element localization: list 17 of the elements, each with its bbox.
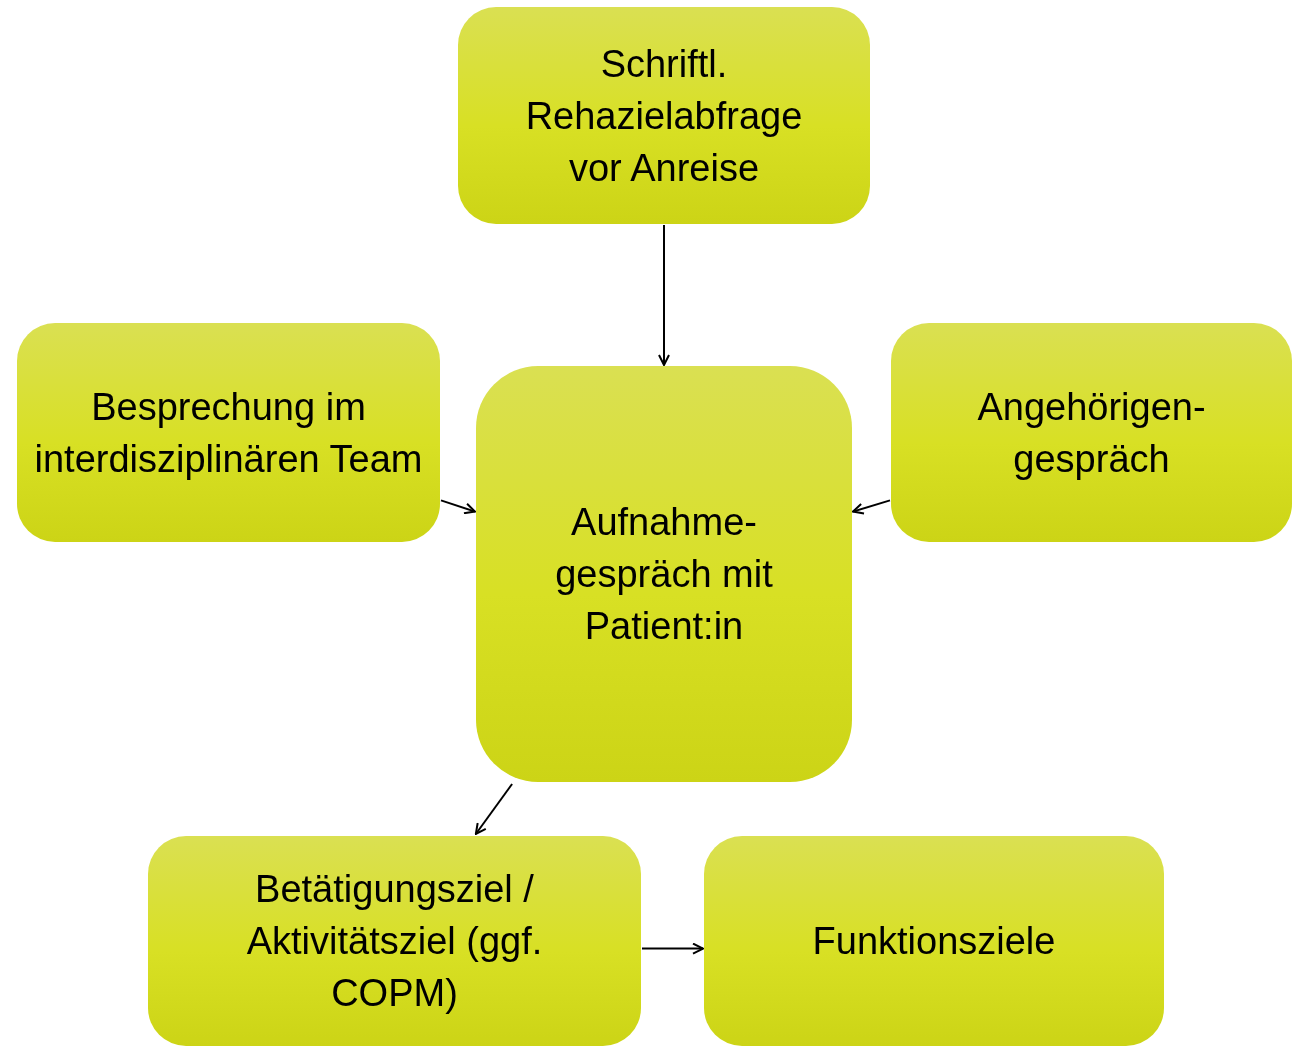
box-text: Betätigungsziel / Aktivitätsziel (ggf. COPM): [245, 867, 544, 1016]
process-box: [704, 836, 1164, 1046]
box-text: Aufnahme-gespräch mit Patient:in: [554, 500, 774, 649]
process-box: [458, 7, 870, 224]
process-box: [17, 323, 440, 542]
arrow: [658, 224, 670, 366]
arrow: [641, 942, 704, 955]
box-text: Funktionsziele: [811, 919, 1057, 964]
process-box: [148, 836, 641, 1046]
arrow: [852, 499, 891, 515]
arrow: [474, 783, 514, 835]
arrow: [440, 499, 476, 515]
process-box: [476, 366, 852, 782]
process-box: [891, 323, 1292, 542]
box-text: Besprechung im interdisziplinären Team: [33, 384, 424, 482]
box-text: Angehörigen-gespräch: [976, 384, 1207, 482]
box-text: Schriftl. Rehazielabfrage vor Anreise: [524, 41, 804, 191]
